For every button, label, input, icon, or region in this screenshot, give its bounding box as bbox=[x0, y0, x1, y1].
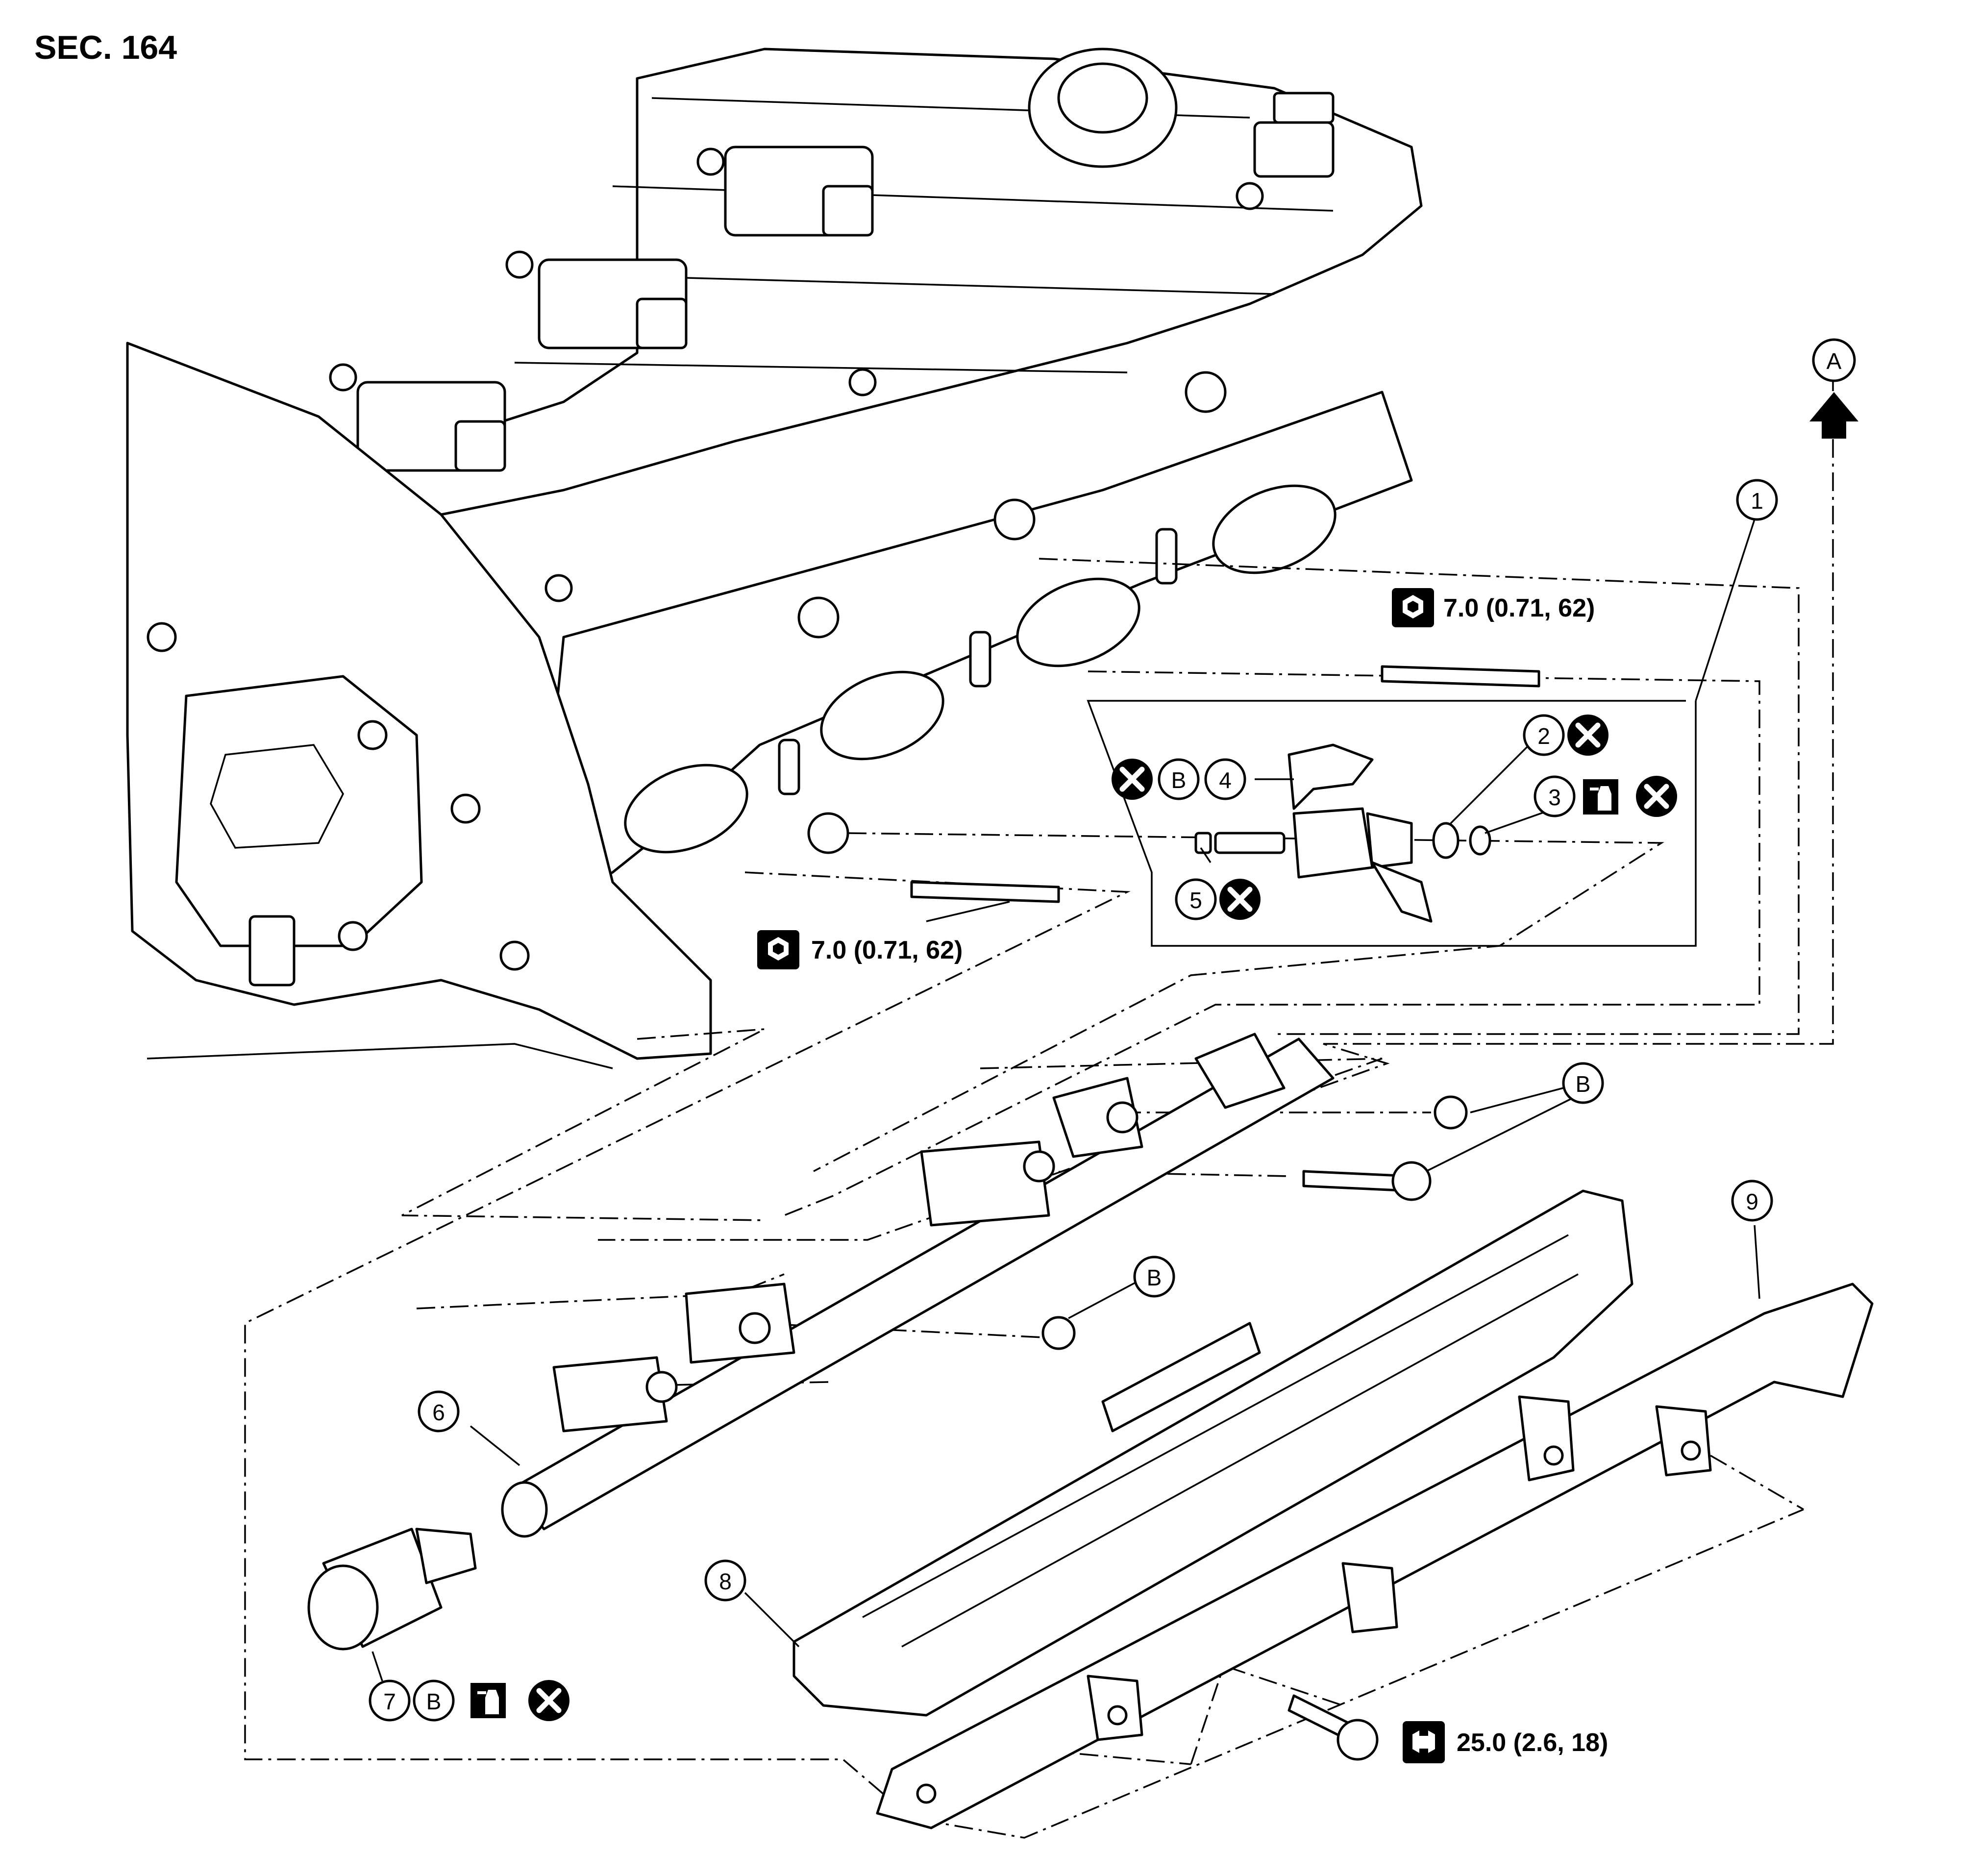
do-not-reuse-icon bbox=[528, 1680, 569, 1721]
svg-text:B: B bbox=[426, 1689, 442, 1714]
callout-1: 1 bbox=[1736, 479, 1778, 521]
svg-text:9: 9 bbox=[1746, 1189, 1758, 1214]
injector-assembly bbox=[1087, 519, 1756, 947]
section-label: SEC. 164 bbox=[34, 29, 177, 66]
callout-3: 3 bbox=[1534, 775, 1576, 817]
torque-spec-lower: 7.0 (0.71, 62) bbox=[757, 930, 963, 969]
do-not-reuse-icon bbox=[1219, 879, 1261, 920]
engine-cylinder-head bbox=[126, 48, 1423, 1069]
svg-text:B: B bbox=[1147, 1265, 1162, 1290]
fuel-rail-bracket bbox=[876, 1225, 1874, 1829]
callout-6: 6 bbox=[418, 1390, 460, 1432]
fuel-rail-protector bbox=[744, 1189, 1634, 1717]
up-arrow-icon bbox=[1809, 392, 1858, 439]
torque-wrench-icon bbox=[757, 930, 799, 969]
do-not-reuse-icon bbox=[1636, 776, 1677, 817]
torque-spec-bracket: 25.0 (2.6, 18) bbox=[1403, 1721, 1608, 1763]
apply-oil-icon bbox=[470, 1683, 506, 1718]
callout-b-nut-lower: B bbox=[1133, 1256, 1175, 1298]
callout-2: 2 bbox=[1523, 714, 1565, 756]
callout-4: 4 bbox=[1204, 758, 1246, 800]
torque-wrench-icon bbox=[1392, 588, 1434, 627]
fuel-rail bbox=[470, 1033, 1335, 1538]
svg-text:4: 4 bbox=[1219, 767, 1232, 793]
svg-text:7.0 (0.71, 62): 7.0 (0.71, 62) bbox=[1443, 594, 1595, 622]
callout-b-nuts: B bbox=[1562, 1062, 1604, 1104]
callout-5: 5 bbox=[1175, 878, 1217, 920]
fuel-pressure-sensor bbox=[307, 1528, 477, 1681]
reference-arrow-a: A bbox=[1809, 338, 1858, 439]
svg-text:2: 2 bbox=[1537, 723, 1550, 749]
apply-oil-icon bbox=[1583, 779, 1618, 815]
do-not-reuse-icon bbox=[1112, 759, 1153, 800]
svg-text:3: 3 bbox=[1548, 785, 1561, 810]
svg-text:8: 8 bbox=[719, 1569, 732, 1594]
callout-b-injector: B bbox=[1158, 758, 1200, 800]
do-not-reuse-icon bbox=[1567, 715, 1609, 756]
callout-b-sensor: B bbox=[413, 1679, 455, 1722]
reference-label-a: A bbox=[1827, 348, 1842, 374]
injector-studs bbox=[910, 665, 1540, 922]
torque-spec-upper: 7.0 (0.71, 62) bbox=[1392, 588, 1595, 627]
tightening-torque-icon bbox=[1403, 1721, 1445, 1763]
callout-7: 7 bbox=[369, 1679, 411, 1722]
fasteners-b bbox=[1041, 1087, 1574, 1350]
svg-text:B: B bbox=[1576, 1071, 1591, 1097]
svg-text:5: 5 bbox=[1189, 888, 1202, 913]
svg-text:7.0 (0.71, 62): 7.0 (0.71, 62) bbox=[811, 936, 963, 964]
callout-8: 8 bbox=[704, 1559, 746, 1602]
svg-text:1: 1 bbox=[1751, 488, 1763, 514]
svg-text:25.0 (2.6, 18): 25.0 (2.6, 18) bbox=[1457, 1728, 1608, 1757]
bracket-bolt bbox=[1287, 1694, 1379, 1761]
svg-text:B: B bbox=[1171, 767, 1187, 793]
svg-text:6: 6 bbox=[432, 1400, 445, 1425]
svg-text:7: 7 bbox=[383, 1689, 396, 1714]
callout-9: 9 bbox=[1731, 1180, 1773, 1222]
